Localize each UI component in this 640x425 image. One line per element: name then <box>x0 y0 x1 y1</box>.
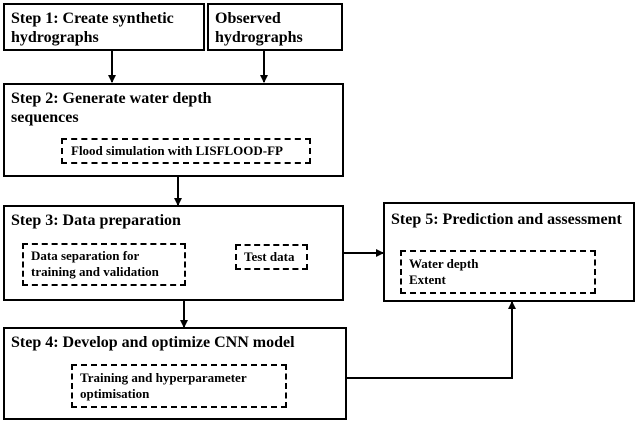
step2-sub-box: Flood simulation with LISFLOOD-FP <box>61 138 311 164</box>
step1-box: Step 1: Create synthetic hydrographs <box>3 3 205 51</box>
step2-box: Step 2: Generate water depth sequences F… <box>3 83 344 177</box>
step4-box: Step 4: Develop and optimize CNN model T… <box>3 327 347 420</box>
step2-title: Step 2: Generate water depth sequences <box>11 90 212 126</box>
step5-sub-text: Water depth Extent <box>409 256 479 287</box>
step4-sub-text: Training and hyperparameter optimisation <box>80 370 247 401</box>
step5-box: Step 5: Prediction and assessment Water … <box>383 202 635 302</box>
observed-box: Observed hydrographs <box>207 3 343 51</box>
step1-title: Step 1: Create synthetic hydrographs <box>11 10 174 46</box>
arrow-step4-to-step5 <box>347 301 516 379</box>
step3-sub-box-a: Data separation for training and validat… <box>22 243 186 286</box>
step3-sub-text-a: Data separation for training and validat… <box>31 248 159 279</box>
step5-title: Step 5: Prediction and assessment <box>391 211 622 228</box>
step4-title: Step 4: Develop and optimize CNN model <box>11 334 295 351</box>
step3-title: Step 3: Data preparation <box>11 212 181 229</box>
observed-title: Observed hydrographs <box>215 10 303 46</box>
step5-sub-box: Water depth Extent <box>400 250 596 294</box>
step4-sub-box: Training and hyperparameter optimisation <box>71 364 287 408</box>
step2-sub-text: Flood simulation with LISFLOOD-FP <box>71 143 283 158</box>
step3-sub-box-b: Test data <box>235 244 308 270</box>
step3-box: Step 3: Data preparation Data separation… <box>3 205 344 301</box>
step3-sub-text-b: Test data <box>244 249 295 264</box>
